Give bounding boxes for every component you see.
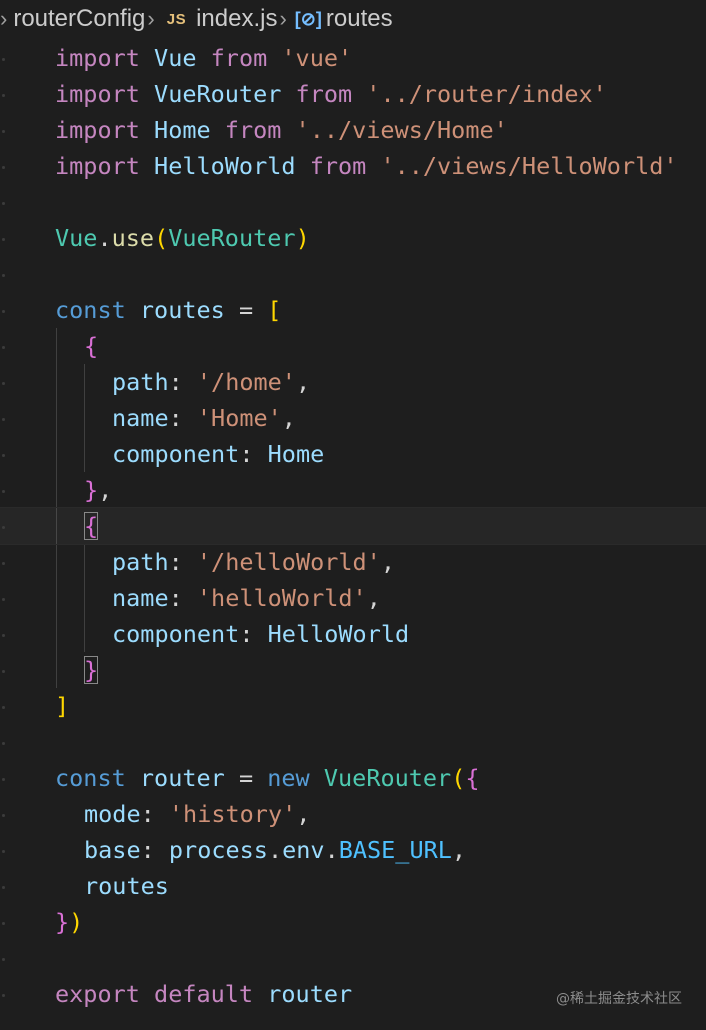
code-line: base: process.env.BASE_URL, (0, 832, 706, 868)
code-line: Vue.use(VueRouter) (0, 220, 706, 256)
line-marker (2, 418, 5, 421)
code-line (0, 724, 706, 760)
watermark: @稀土掘金技术社区 (556, 991, 682, 1007)
line-marker (2, 742, 5, 745)
chevron-right-icon: › (0, 6, 8, 31)
code-line: }, (0, 472, 706, 508)
line-marker (2, 562, 5, 565)
code-editor[interactable]: import Vue from 'vue' import VueRouter f… (0, 40, 706, 1012)
line-marker (2, 814, 5, 817)
breadcrumb-symbol[interactable]: routes (325, 5, 393, 32)
line-marker (2, 634, 5, 637)
code-line: name: 'Home', (0, 400, 706, 436)
line-marker (2, 166, 5, 169)
line-marker (2, 382, 5, 385)
line-marker (2, 778, 5, 781)
code-line: import Vue from 'vue' (0, 40, 706, 76)
code-line: component: HelloWorld (0, 616, 706, 652)
line-marker (2, 238, 5, 241)
code-line: }) (0, 904, 706, 940)
breadcrumb-folder[interactable]: routerConfig (13, 5, 146, 32)
code-line: export default router (0, 976, 706, 1012)
code-line: } (0, 652, 706, 688)
chevron-right-icon: › (279, 6, 287, 31)
indent-guide (84, 544, 85, 652)
line-marker (2, 598, 5, 601)
code-line: const routes = [ (0, 292, 706, 328)
line-marker (2, 670, 5, 673)
code-line (0, 940, 706, 976)
line-marker (2, 922, 5, 925)
line-marker (2, 706, 5, 709)
line-marker (2, 454, 5, 457)
matched-bracket: } (84, 656, 99, 684)
chevron-right-icon: › (147, 6, 155, 31)
code-line: routes (0, 868, 706, 904)
line-marker (2, 202, 5, 205)
matched-bracket: { (84, 512, 99, 540)
code-line: mode: 'history', (0, 796, 706, 832)
code-line: path: '/home', (0, 364, 706, 400)
code-line: import VueRouter from '../router/index' (0, 76, 706, 112)
code-line: const router = new VueRouter({ (0, 760, 706, 796)
breadcrumb-file[interactable]: index.js (196, 5, 278, 32)
code-line: ] (0, 688, 706, 724)
indent-guide (84, 364, 85, 472)
code-line (0, 184, 706, 220)
code-line: { (0, 328, 706, 364)
code-line: path: '/helloWorld', (0, 544, 706, 580)
code-line: import Home from '../views/Home' (0, 112, 706, 148)
line-marker (2, 490, 5, 493)
breadcrumb: › routerConfig › JS index.js › [⊘] route… (0, 0, 706, 38)
indent-guide (56, 328, 57, 688)
code-line (0, 256, 706, 292)
line-marker (2, 958, 5, 961)
line-marker (2, 526, 5, 529)
line-marker (2, 274, 5, 277)
variable-symbol-icon: [⊘] (294, 8, 322, 29)
line-marker (2, 130, 5, 133)
code-line: import HelloWorld from '../views/HelloWo… (0, 148, 706, 184)
line-marker (2, 994, 5, 997)
line-marker (2, 58, 5, 61)
line-marker (2, 850, 5, 853)
code-line: component: Home (0, 436, 706, 472)
line-marker (2, 346, 5, 349)
line-marker (2, 886, 5, 889)
code-line: name: 'helloWorld', (0, 580, 706, 616)
line-marker (2, 310, 5, 313)
code-line-current: { (0, 507, 706, 545)
javascript-file-icon: JS (166, 10, 187, 28)
line-marker (2, 94, 5, 97)
